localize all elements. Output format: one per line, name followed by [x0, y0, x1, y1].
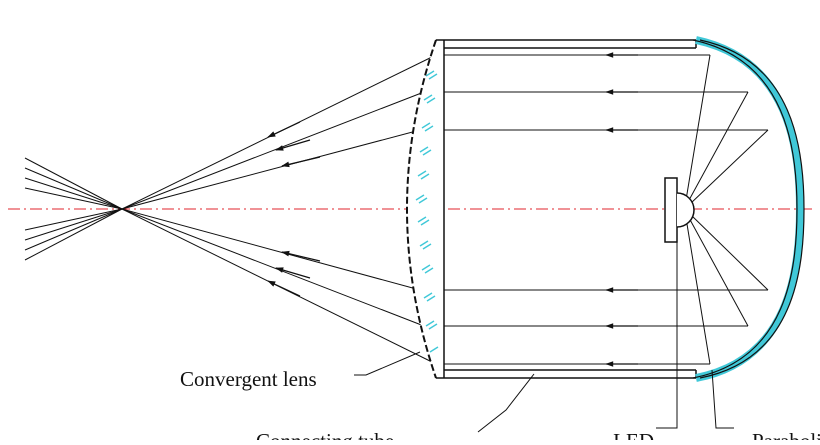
- convergent-lens: [406, 39, 445, 379]
- parabolic-reflector: [692, 36, 805, 382]
- converging-rays: [121, 54, 437, 365]
- focal-crossing-rays: [24, 157, 123, 261]
- led-emitter: [664, 177, 695, 243]
- leader-lines: [354, 242, 734, 433]
- label-led: LED: [613, 429, 654, 440]
- parallel-ray-arrows: [605, 52, 638, 367]
- label-parabolic-reflector: Parabolic reflector: [752, 429, 820, 440]
- led-rays: [685, 54, 769, 365]
- label-connecting-tube: Connecting tube: [256, 429, 394, 440]
- connecting-tube: [436, 39, 697, 379]
- label-convergent-lens: Convergent lens: [180, 367, 317, 391]
- converging-ray-arrows: [267, 121, 321, 297]
